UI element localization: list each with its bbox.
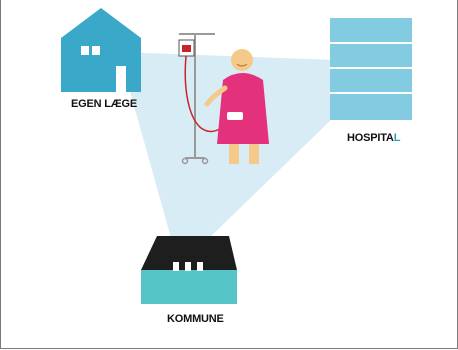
patient-iv-icon	[178, 33, 269, 165]
care-triangle-area	[119, 52, 335, 240]
house-icon	[61, 8, 141, 92]
municipality-house-icon	[141, 236, 237, 304]
label-kommune: KOMMUNE	[167, 313, 224, 325]
label-hospital-accent-letter: L	[393, 132, 401, 144]
label-hospital-main: HOSPITA	[347, 132, 394, 144]
label-hospital: HOSPITAL	[347, 132, 400, 144]
label-egen-laege: EGEN LÆGE	[71, 98, 138, 110]
hospital-building-icon	[330, 18, 412, 120]
